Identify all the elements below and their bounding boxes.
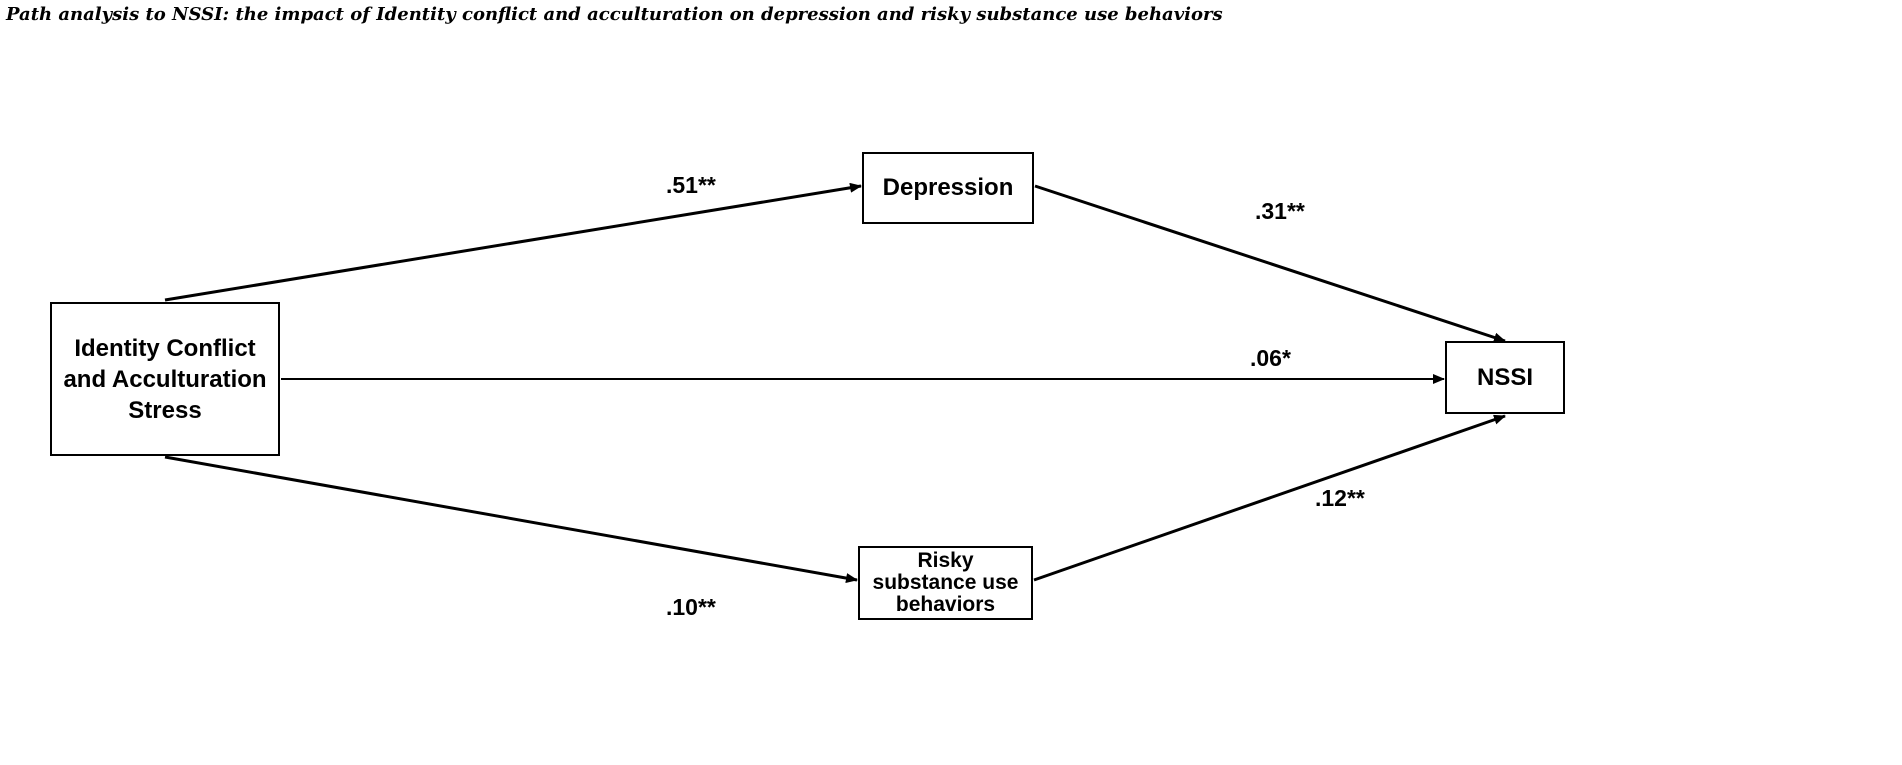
node-risky-substance-use-label: Risky substance use behaviors — [872, 549, 1019, 616]
coef-risky-nssi: .12** — [1315, 485, 1365, 511]
coef-identity-nssi: .06* — [1250, 345, 1291, 371]
figure-title: Path analysis to NSSI: the impact of Ide… — [6, 4, 1223, 25]
arrow-risky-to-nssi — [1033, 414, 1506, 582]
coef-identity-depression: .51** — [666, 172, 716, 198]
coef-depression-nssi: .31** — [1255, 198, 1305, 224]
node-identity-conflict-label: Identity Conflict and Acculturation Stre… — [63, 334, 267, 424]
arrow-identity-to-depression — [164, 182, 862, 302]
node-risky-substance-use: Risky substance use behaviors — [858, 546, 1033, 620]
node-nssi-label: NSSI — [1476, 363, 1533, 391]
node-depression-label: Depression — [882, 174, 1014, 201]
coef-identity-risky: .10** — [666, 594, 716, 620]
arrow-identity-to-risky — [164, 455, 858, 583]
arrow-depression-to-nssi — [1034, 184, 1506, 343]
node-depression: Depression — [862, 152, 1034, 224]
node-nssi: NSSI — [1445, 341, 1565, 414]
node-identity-conflict: Identity Conflict and Acculturation Stre… — [50, 302, 280, 456]
